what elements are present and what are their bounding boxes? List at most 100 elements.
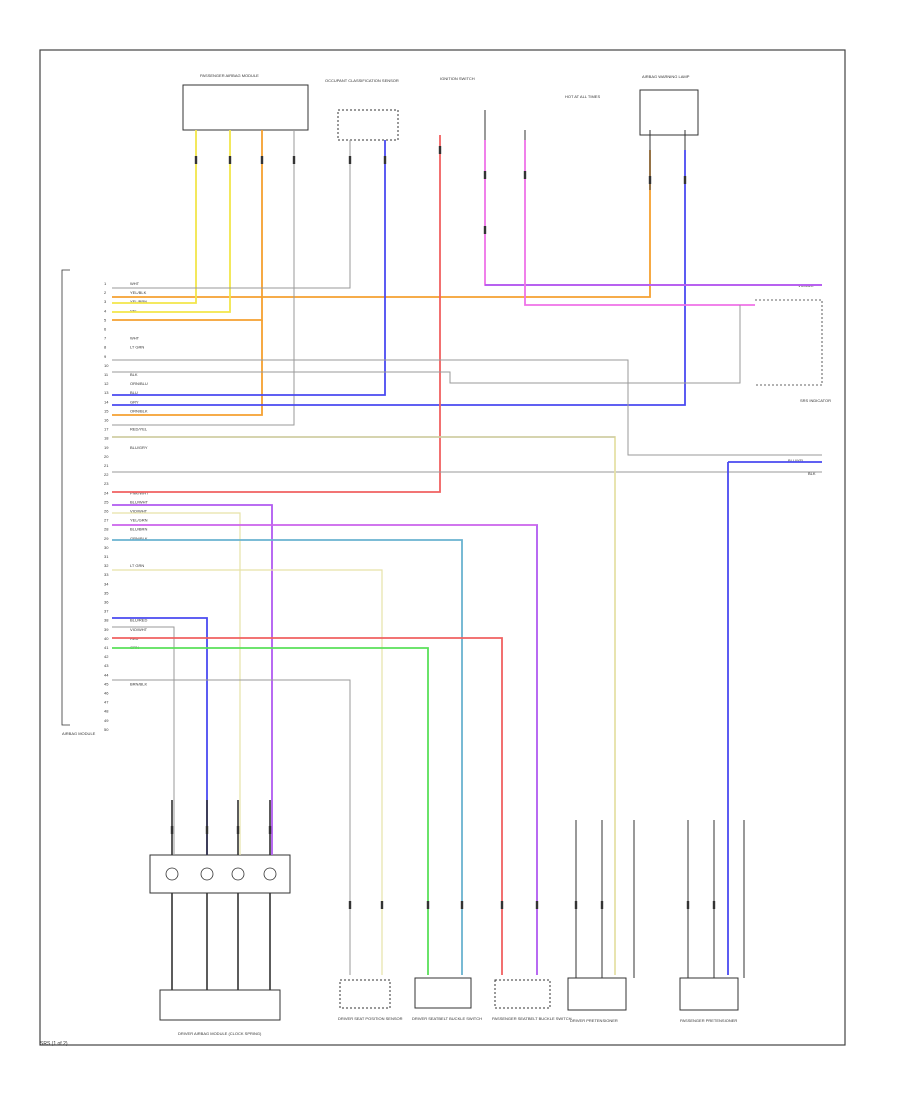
connector-mark <box>648 176 652 184</box>
pin-number: 37 <box>104 609 109 614</box>
pin-number: 9 <box>104 354 107 359</box>
connector-mark <box>500 901 504 909</box>
passenger-buckle-label: PASSENGER SEATBELT BUCKLE SWITCH <box>492 1016 572 1021</box>
pin-number: 23 <box>104 481 109 486</box>
wire-label: RED/YEL <box>130 427 148 432</box>
pin-number: 50 <box>104 727 109 732</box>
wire-grey-6 <box>112 626 175 855</box>
wire-yellow-2 <box>112 130 231 313</box>
connector-mark <box>268 826 272 834</box>
driver-module-box <box>159 989 281 1021</box>
wire-label: LT GRN <box>130 345 144 350</box>
passenger-buckle-box <box>494 979 551 1009</box>
connector-mark <box>600 901 604 909</box>
wire-pink-1 <box>484 140 822 286</box>
seatbelt-buckle-label: DRIVER SEATBELT BUCKLE SWITCH <box>412 1016 482 1021</box>
wire-label: GRY <box>130 399 139 404</box>
pin-number: 41 <box>104 645 109 650</box>
wire-violet-3 <box>112 524 538 975</box>
driver-seat-sensor-label: DRIVER SEAT POSITION SENSOR <box>338 1016 403 1021</box>
pin-number: 38 <box>104 618 109 623</box>
wire-yellow-1 <box>112 130 197 304</box>
connector-mark <box>683 176 687 184</box>
wire-label: ORN/BLK <box>130 408 148 413</box>
wire-cream-1 <box>112 436 616 975</box>
pin-number: 43 <box>104 663 109 668</box>
pin-number: 31 <box>104 554 109 559</box>
wire-label: BLU/GRY <box>130 445 148 450</box>
driver-pretensioner-box <box>567 977 627 1011</box>
connector-mark <box>426 901 430 909</box>
wire-grey-3 <box>112 305 741 384</box>
pin-number: 44 <box>104 672 109 677</box>
pin-number: 15 <box>104 408 109 413</box>
pin-number: 14 <box>104 399 109 404</box>
pin-number: 13 <box>104 390 109 395</box>
pin-column: 1234567891011121314151617181920212223242… <box>104 281 109 732</box>
passenger-module-label: PASSENGER AIRBAG MODULE <box>200 73 259 78</box>
lamp-label: SRS INDICATOR <box>800 398 831 403</box>
pin-number: 7 <box>104 336 107 341</box>
pin-number: 35 <box>104 590 109 595</box>
wire-grey-7 <box>112 679 351 975</box>
connector-mark <box>483 171 487 179</box>
pin-number: 46 <box>104 691 109 696</box>
fuse-label: HOT AT ALL TIMES <box>565 94 600 99</box>
pin-number: 5 <box>104 317 107 322</box>
wire-label: BRN/BLK <box>130 681 147 686</box>
pin-number: 25 <box>104 499 109 504</box>
connector-terminal-2 <box>200 867 214 881</box>
pin-number: 10 <box>104 363 109 368</box>
driver-module-connector <box>149 854 291 894</box>
connector-mark <box>348 901 352 909</box>
connector-mark <box>686 901 690 909</box>
connector-mark <box>228 156 232 164</box>
page-code: SRS (1 of 2) <box>40 1041 68 1047</box>
right-label-2: BLU/YEL <box>788 458 805 463</box>
connector-mark <box>383 156 387 164</box>
wire-violet-2 <box>112 504 273 855</box>
connector-mark <box>348 156 352 164</box>
wire-grey-occ <box>112 140 351 289</box>
wire-blue-lamp <box>112 150 686 406</box>
seatbelt-buckle-box <box>414 977 472 1009</box>
pin-number: 28 <box>104 527 109 532</box>
pin-number: 47 <box>104 700 109 705</box>
connector-mark <box>380 901 384 909</box>
pin-number: 11 <box>104 372 109 377</box>
pin-number: 21 <box>104 463 109 468</box>
pin-number: 34 <box>104 581 109 586</box>
pin-number: 12 <box>104 381 109 386</box>
wire-cream-3 <box>112 569 383 975</box>
passenger-pretensioner-box <box>679 977 739 1011</box>
pin-number: 36 <box>104 600 109 605</box>
pin-number: 27 <box>104 518 109 523</box>
pin-number: 32 <box>104 563 109 568</box>
pin-number: 20 <box>104 454 109 459</box>
seatbelt-indicator-bracket <box>755 299 823 386</box>
driver-module-label: DRIVER AIRBAG MODULE (CLOCK SPRING) <box>178 1031 262 1036</box>
wire-pink-2 <box>524 140 755 306</box>
wire-grey-1 <box>112 130 295 426</box>
wire-blue-occ <box>112 140 386 396</box>
right-label-3: BLK <box>808 471 816 476</box>
pin-number: 19 <box>104 445 109 450</box>
driver-seat-sensor-box <box>339 979 391 1009</box>
connector-mark <box>438 146 442 154</box>
pin-number: 49 <box>104 718 109 723</box>
pin-number: 4 <box>104 308 107 313</box>
pin-number: 40 <box>104 636 109 641</box>
wire-red-ign <box>112 135 441 493</box>
wire-teal-1 <box>112 539 463 975</box>
ignition-switch-label: IGNITION SWITCH <box>440 76 475 81</box>
wire-label: YEL/BRN <box>130 299 147 304</box>
wire-label: ORN/BLU <box>130 381 148 386</box>
passenger-module-box <box>182 84 309 131</box>
wire-grey-2 <box>112 359 822 456</box>
wire-label: BLU/BRN <box>130 527 147 532</box>
airbag-module-bracket <box>61 269 70 726</box>
pin-number: 16 <box>104 418 109 423</box>
pin-number: 2 <box>104 290 107 295</box>
connector-mark <box>236 826 240 834</box>
